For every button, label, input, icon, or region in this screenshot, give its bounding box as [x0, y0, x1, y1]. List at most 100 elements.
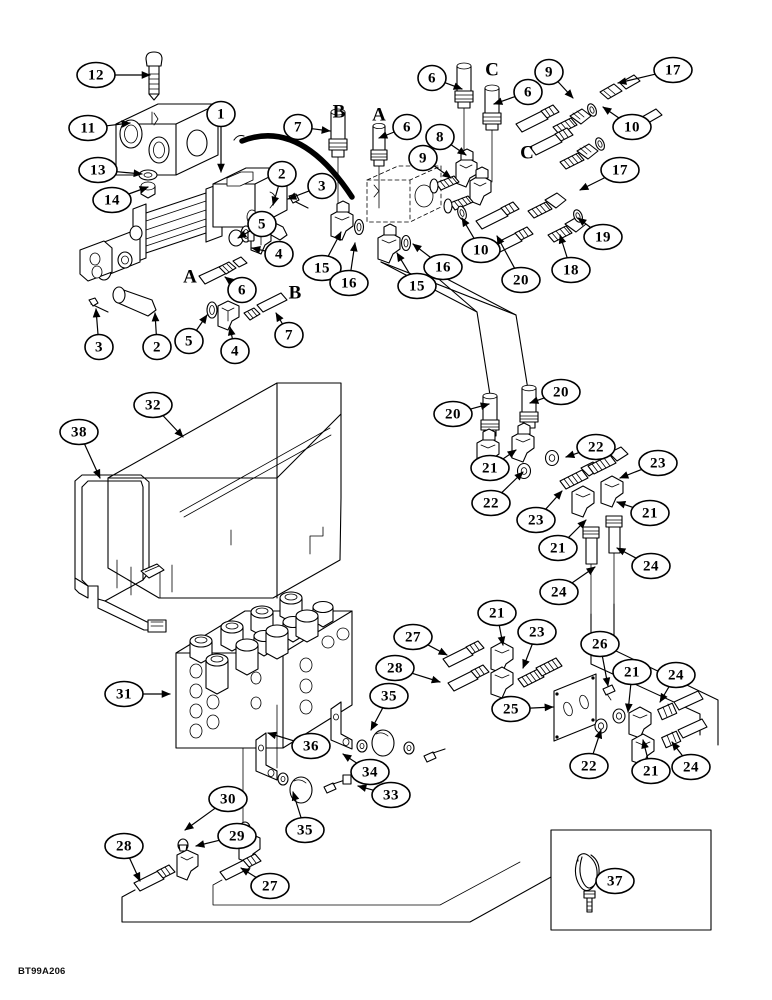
callout-arrow-10-23 — [602, 106, 613, 115]
callout-number: 7 — [294, 120, 302, 136]
callout-36[interactable]: 36 — [291, 732, 331, 760]
callout-24[interactable]: 24 — [671, 753, 711, 781]
part-mounting-plate-25 — [553, 673, 597, 742]
callout-21[interactable]: 21 — [612, 658, 652, 686]
callout-arrow-34-49 — [342, 753, 352, 762]
callout-30[interactable]: 30 — [208, 785, 248, 813]
callout-23[interactable]: 23 — [516, 506, 556, 534]
callout-22[interactable]: 22 — [471, 489, 511, 517]
part-elbow-4-lower — [217, 300, 240, 331]
callout-18[interactable]: 18 — [551, 256, 591, 284]
part-elbow-21-c — [571, 485, 595, 518]
callout-number: 23 — [528, 513, 544, 529]
callout-4[interactable]: 4 — [264, 240, 294, 268]
part-washer-34-right — [356, 739, 368, 753]
callout-24[interactable]: 24 — [631, 552, 671, 580]
callout-34[interactable]: 34 — [350, 758, 390, 786]
callout-2[interactable]: 2 — [142, 333, 172, 361]
callout-27[interactable]: 27 — [393, 623, 433, 651]
callout-6[interactable]: 6 — [417, 64, 447, 92]
callout-6[interactable]: 6 — [392, 113, 422, 141]
callout-bubble — [630, 499, 670, 527]
callout-number: 10 — [624, 120, 640, 136]
cylinder-assembly — [79, 51, 355, 331]
callout-24[interactable]: 24 — [656, 661, 696, 689]
part-clamp-37 — [574, 853, 600, 913]
callout-21[interactable]: 21 — [631, 757, 671, 785]
callout-35[interactable]: 35 — [369, 682, 409, 710]
callout-13[interactable]: 13 — [78, 156, 118, 184]
callout-38[interactable]: 38 — [59, 418, 99, 446]
callout-bubble — [104, 680, 144, 708]
callout-number: 35 — [381, 689, 397, 705]
callout-22[interactable]: 22 — [569, 752, 609, 780]
callout-23[interactable]: 23 — [638, 449, 678, 477]
callout-arrow-2-5 — [271, 195, 280, 206]
callout-21[interactable]: 21 — [630, 499, 670, 527]
callout-5[interactable]: 5 — [174, 327, 204, 355]
part-tube-28-bottom — [133, 864, 176, 892]
callout-31[interactable]: 31 — [104, 680, 144, 708]
callout-9[interactable]: 9 — [534, 58, 564, 86]
callout-9[interactable]: 9 — [408, 144, 438, 172]
callout-5[interactable]: 5 — [247, 210, 277, 238]
callout-14[interactable]: 14 — [92, 186, 132, 214]
callout-15[interactable]: 15 — [302, 254, 342, 282]
callout-32[interactable]: 32 — [133, 391, 173, 419]
callout-arrow-25-63 — [544, 703, 554, 712]
callout-7[interactable]: 7 — [283, 113, 313, 141]
callout-arrow-11-1 — [121, 120, 131, 128]
callout-20[interactable]: 20 — [501, 266, 541, 294]
callout-number: 4 — [275, 247, 283, 263]
callout-19[interactable]: 19 — [583, 223, 623, 251]
callout-24[interactable]: 24 — [539, 578, 579, 606]
reservoir-assembly — [74, 382, 342, 633]
callout-15[interactable]: 15 — [397, 272, 437, 300]
callout-8[interactable]: 8 — [425, 123, 455, 151]
callout-21[interactable]: 21 — [477, 599, 517, 627]
callout-20[interactable]: 20 — [541, 378, 581, 406]
callout-28[interactable]: 28 — [104, 832, 144, 860]
callout-bubble — [206, 100, 236, 128]
callout-number: 23 — [529, 625, 545, 641]
callout-17[interactable]: 17 — [653, 56, 693, 84]
callout-26[interactable]: 26 — [580, 630, 620, 658]
callout-arrow-26-60 — [602, 677, 611, 687]
callout-number: 15 — [314, 261, 330, 277]
part-oring-10-c — [457, 205, 467, 221]
callout-12[interactable]: 12 — [76, 61, 116, 89]
callout-7[interactable]: 7 — [274, 321, 304, 349]
callout-10[interactable]: 10 — [612, 113, 652, 141]
callout-16[interactable]: 16 — [329, 269, 369, 297]
callout-33[interactable]: 33 — [371, 781, 411, 809]
callout-arrow-24-43 — [585, 566, 596, 575]
callout-10[interactable]: 10 — [461, 236, 501, 264]
callout-17[interactable]: 17 — [600, 156, 640, 184]
callout-number: 14 — [104, 193, 120, 209]
callout-28[interactable]: 28 — [375, 654, 415, 682]
callout-29[interactable]: 29 — [217, 822, 257, 850]
callout-3[interactable]: 3 — [84, 333, 114, 361]
callout-arrow-6-18 — [493, 97, 504, 105]
callout-2[interactable]: 2 — [267, 160, 297, 188]
callout-21[interactable]: 21 — [470, 454, 510, 482]
callout-16[interactable]: 16 — [423, 253, 463, 281]
callout-arrow-24-66 — [671, 741, 681, 751]
callout-1[interactable]: 1 — [206, 100, 236, 128]
callout-bubble — [600, 156, 640, 184]
callout-22[interactable]: 22 — [576, 433, 616, 461]
callout-number: 2 — [153, 340, 161, 356]
callout-21[interactable]: 21 — [538, 534, 578, 562]
callout-4[interactable]: 4 — [220, 337, 250, 365]
callout-20[interactable]: 20 — [433, 400, 473, 428]
callout-bubble — [142, 333, 172, 361]
callout-35[interactable]: 35 — [285, 816, 325, 844]
callout-23[interactable]: 23 — [517, 618, 557, 646]
callout-37[interactable]: 37 — [595, 867, 635, 895]
callout-27[interactable]: 27 — [250, 872, 290, 900]
callout-25[interactable]: 25 — [491, 695, 531, 723]
callout-6[interactable]: 6 — [227, 276, 257, 304]
callout-6[interactable]: 6 — [513, 78, 543, 106]
callout-11[interactable]: 11 — [68, 114, 108, 142]
callout-3[interactable]: 3 — [307, 172, 337, 200]
